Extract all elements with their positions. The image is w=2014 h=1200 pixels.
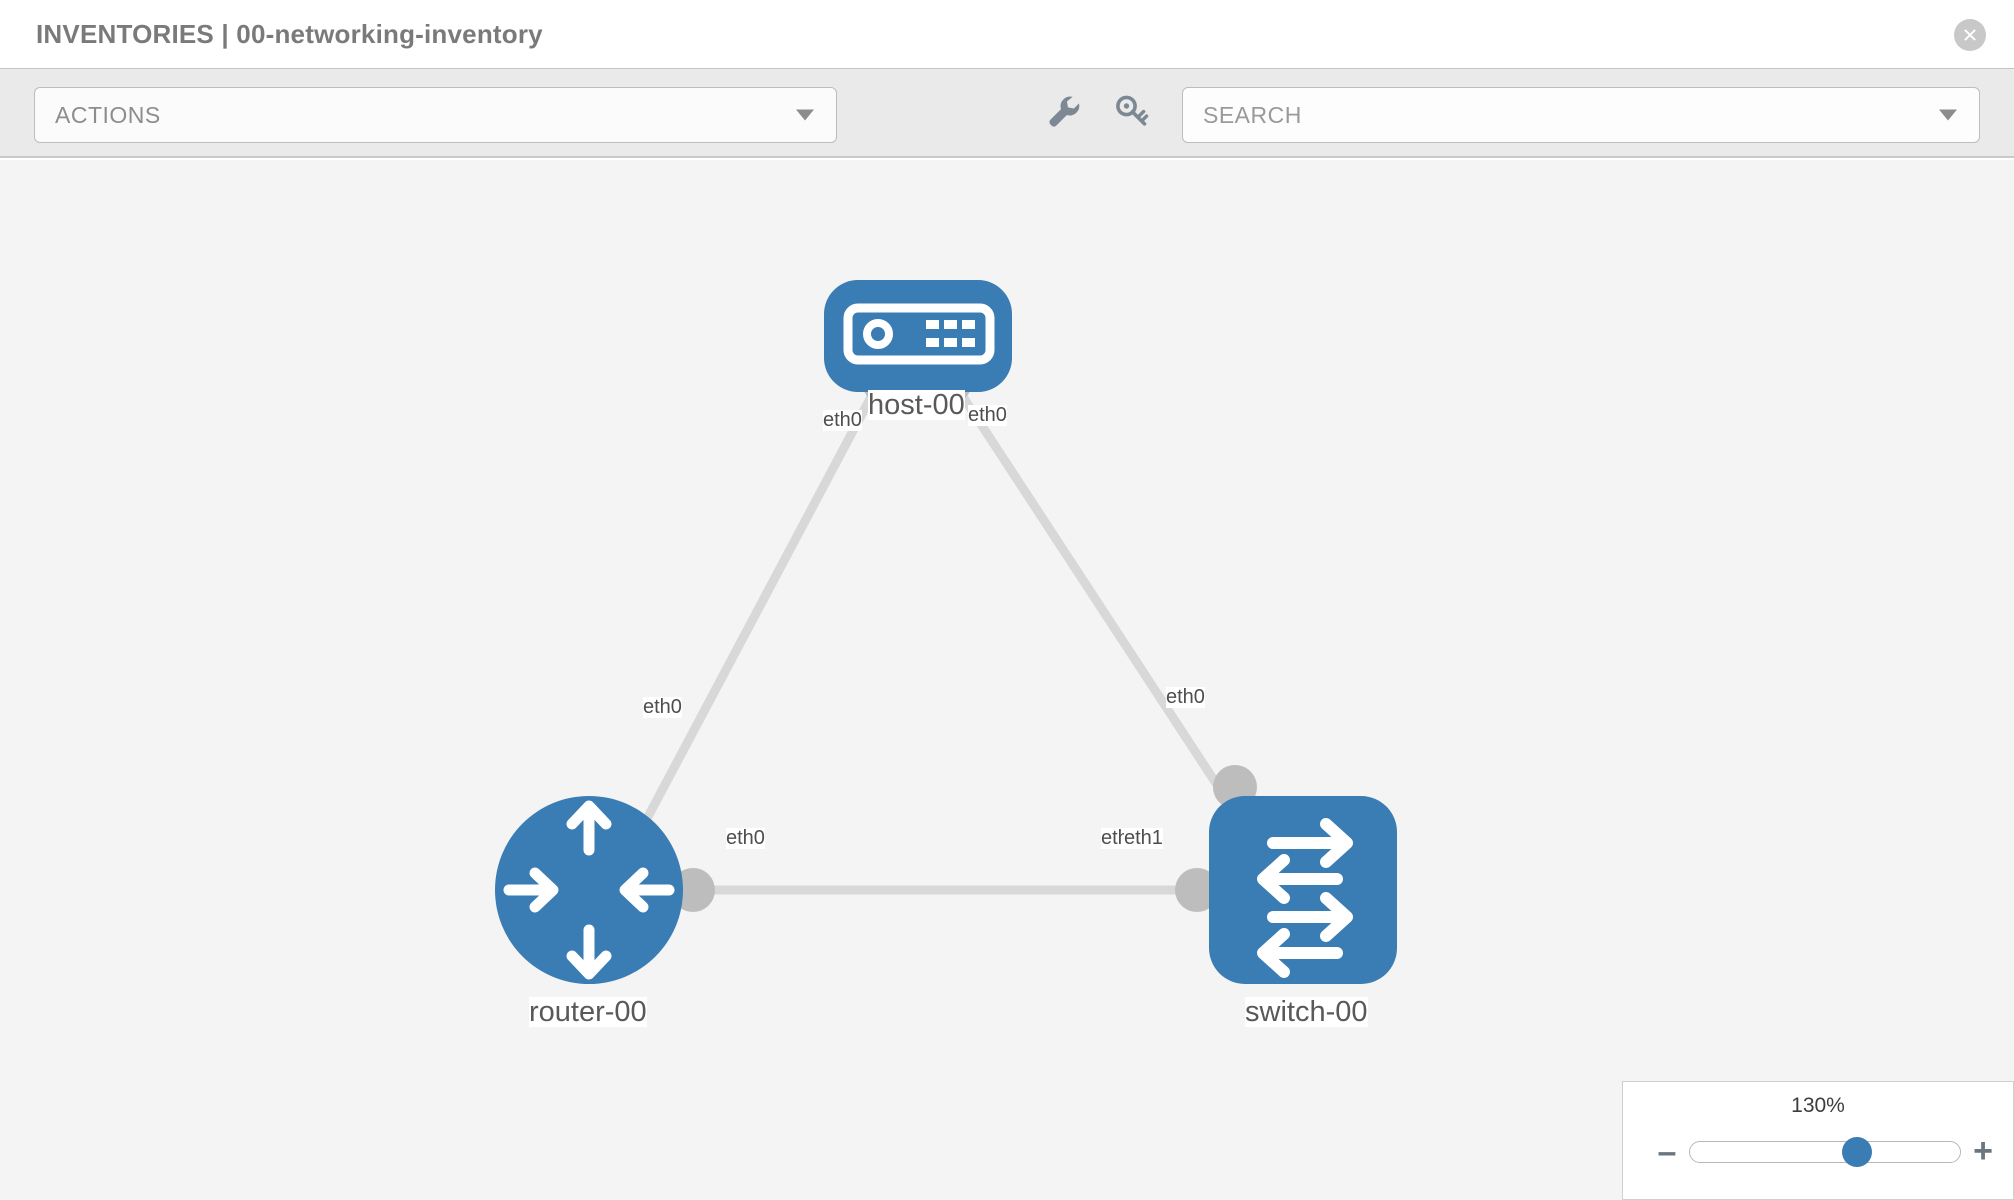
switch-icon bbox=[1257, 818, 1353, 978]
nub-switch00-left bbox=[1175, 868, 1219, 912]
zoom-percent-label: 130% bbox=[1791, 1094, 1845, 1117]
router-icon bbox=[503, 800, 675, 980]
chevron-down-icon[interactable] bbox=[1939, 109, 1957, 121]
wrench-icon[interactable] bbox=[1043, 90, 1083, 135]
iface-label-switch00-left: eth1 bbox=[1124, 827, 1163, 849]
node-label-router-00: router-00 bbox=[529, 996, 647, 1028]
zoom-slider-handle[interactable] bbox=[1842, 1137, 1873, 1167]
topology-canvas[interactable]: host-00 eth0 eth0 eth0 eth0 router-00 sw… bbox=[0, 160, 2014, 1200]
iface-label-switch00-up: eth0 bbox=[1166, 686, 1205, 708]
edge-host00-switch00 bbox=[948, 377, 1244, 823]
iface-label-router00-up: eth0 bbox=[643, 696, 682, 718]
edge-host00-router00 bbox=[621, 377, 884, 863]
iface-label-host00-right: eth0 bbox=[968, 404, 1007, 426]
node-router-00[interactable] bbox=[495, 796, 683, 984]
node-label-host-00: host-00 bbox=[868, 389, 965, 421]
graph-edges bbox=[621, 377, 1244, 895]
zoom-slider[interactable] bbox=[1689, 1137, 1961, 1167]
iface-label-host00-left: eth0 bbox=[823, 409, 862, 431]
close-icon[interactable] bbox=[1954, 19, 1986, 51]
node-switch-00[interactable] bbox=[1209, 796, 1397, 984]
search-input[interactable]: SEARCH bbox=[1182, 87, 1980, 143]
search-placeholder: SEARCH bbox=[1203, 101, 1302, 128]
page-header: INVENTORIES | 00-networking-inventory bbox=[0, 0, 2014, 68]
chevron-down-icon bbox=[796, 109, 814, 121]
zoom-control-panel: 130% – + bbox=[1622, 1081, 2014, 1200]
iface-label-switch00-left-under: eth bbox=[1101, 827, 1129, 849]
zoom-in-button[interactable]: + bbox=[1973, 1132, 1993, 1171]
actions-dropdown[interactable]: ACTIONS bbox=[34, 87, 837, 143]
actions-dropdown-label: ACTIONS bbox=[55, 101, 161, 128]
toolbar: ACTIONS SEARCH bbox=[0, 68, 2014, 158]
page-title: INVENTORIES | 00-networking-inventory bbox=[36, 18, 543, 49]
node-label-switch-00: switch-00 bbox=[1245, 996, 1368, 1028]
server-icon bbox=[843, 303, 995, 365]
zoom-out-button[interactable]: – bbox=[1657, 1132, 1677, 1171]
topology-graph bbox=[495, 280, 1397, 984]
iface-label-router00-right: eth0 bbox=[726, 827, 765, 849]
node-host-00[interactable] bbox=[824, 280, 1012, 392]
key-icon[interactable] bbox=[1112, 90, 1152, 135]
